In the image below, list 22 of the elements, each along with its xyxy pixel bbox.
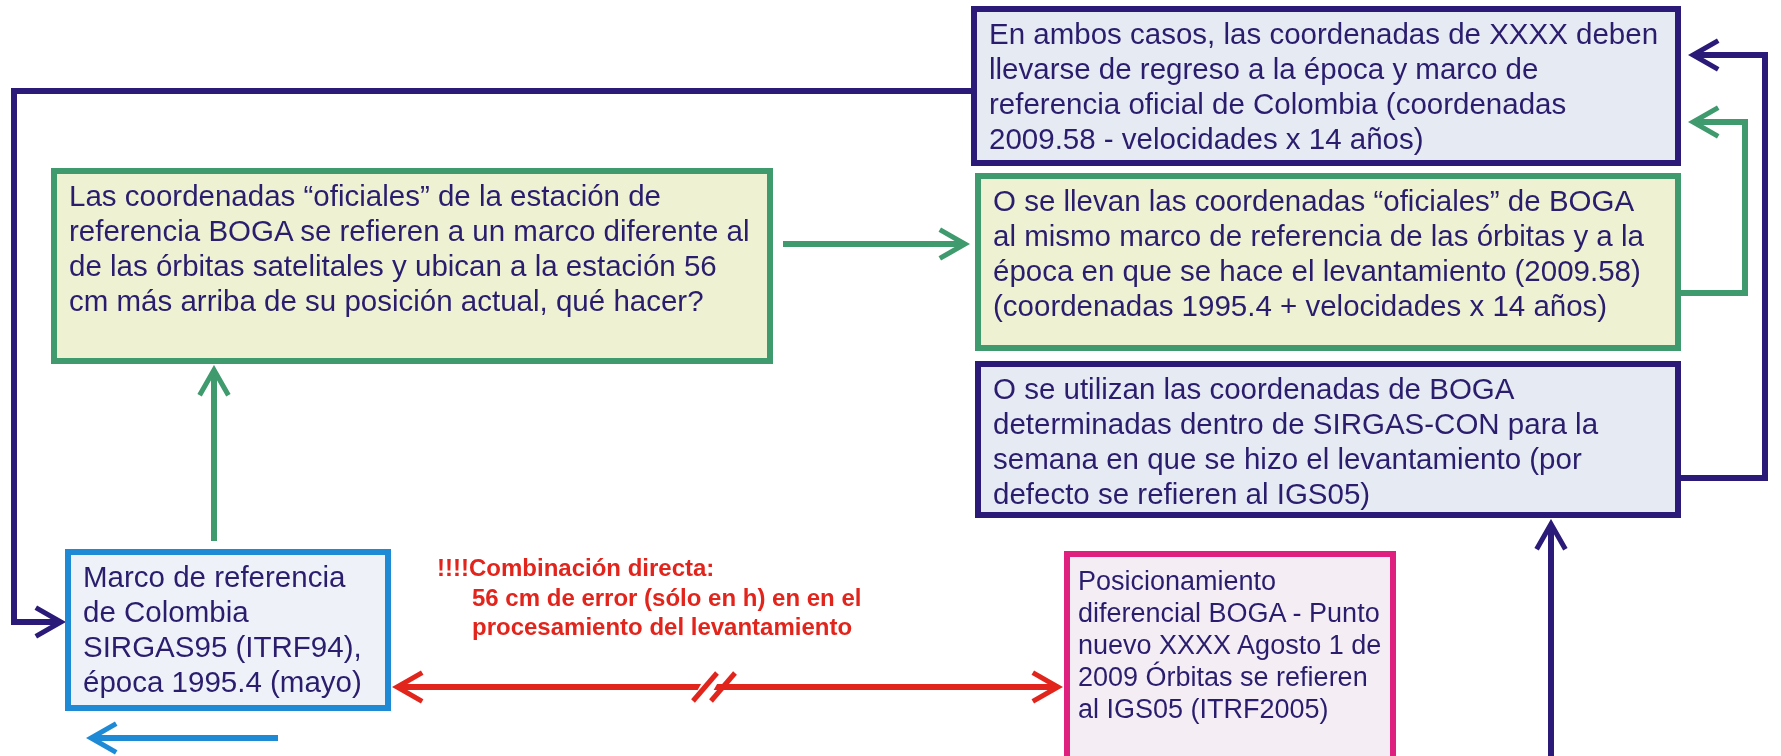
node-text: En ambos casos, las coordenadas de XXXX deben llevarse de regreso a la época y marco de referencia oficial de Colombia (coordenadas 2009.58 - velocidades x 14 años) xyxy=(989,16,1660,156)
arrow xyxy=(783,227,968,261)
node-text: Posicionamiento diferencial BOGA - Punto nuevo XXXX Agosto 1 de 2009 Órbitas se refieren al IGS05 (ITRF2005) xyxy=(1078,565,1382,725)
arrow xyxy=(11,88,971,639)
process-box xyxy=(971,6,1681,166)
warning-text: !!!!Combinación directa: xyxy=(437,553,715,582)
process-box xyxy=(1064,551,1396,756)
process-box xyxy=(65,549,391,711)
node-text: Marco de referencia de Colombia SIRGAS95 (ITRF94), época 1995.4 (mayo) xyxy=(83,559,363,699)
process-box xyxy=(975,173,1681,351)
process-box xyxy=(51,168,773,364)
node-text: Las coordenadas “oficiales” de la estación de referencia BOGA se refieren a un marco diferente al de las órbitas satelitales y ubican a la estación 56 cm más arriba de su posición actual, qué hacer? xyxy=(69,178,751,318)
process-box xyxy=(975,361,1681,518)
arrow xyxy=(1681,105,1748,296)
arrow xyxy=(1534,521,1568,756)
arrow xyxy=(1681,38,1768,481)
edge-label: 56 cm de error (sólo en h) en en el procesamiento del levantamiento xyxy=(472,583,863,641)
arrow xyxy=(394,670,1061,704)
arrow xyxy=(88,721,278,755)
arrow xyxy=(197,367,231,541)
node-text: O se llevan las coordenadas “oficiales” de BOGA al mismo marco de referencia de las órbitas y a la época en que se hace el levantamiento (2009.58) (coordenadas 1995.4 + velocidades x 14 años) xyxy=(993,183,1645,323)
node-text: O se utilizan las coordenadas de BOGA determinadas dentro de SIRGAS-CON para la semana en que se hizo el levantamiento (por defecto se refieren al IGS05) xyxy=(993,371,1600,511)
